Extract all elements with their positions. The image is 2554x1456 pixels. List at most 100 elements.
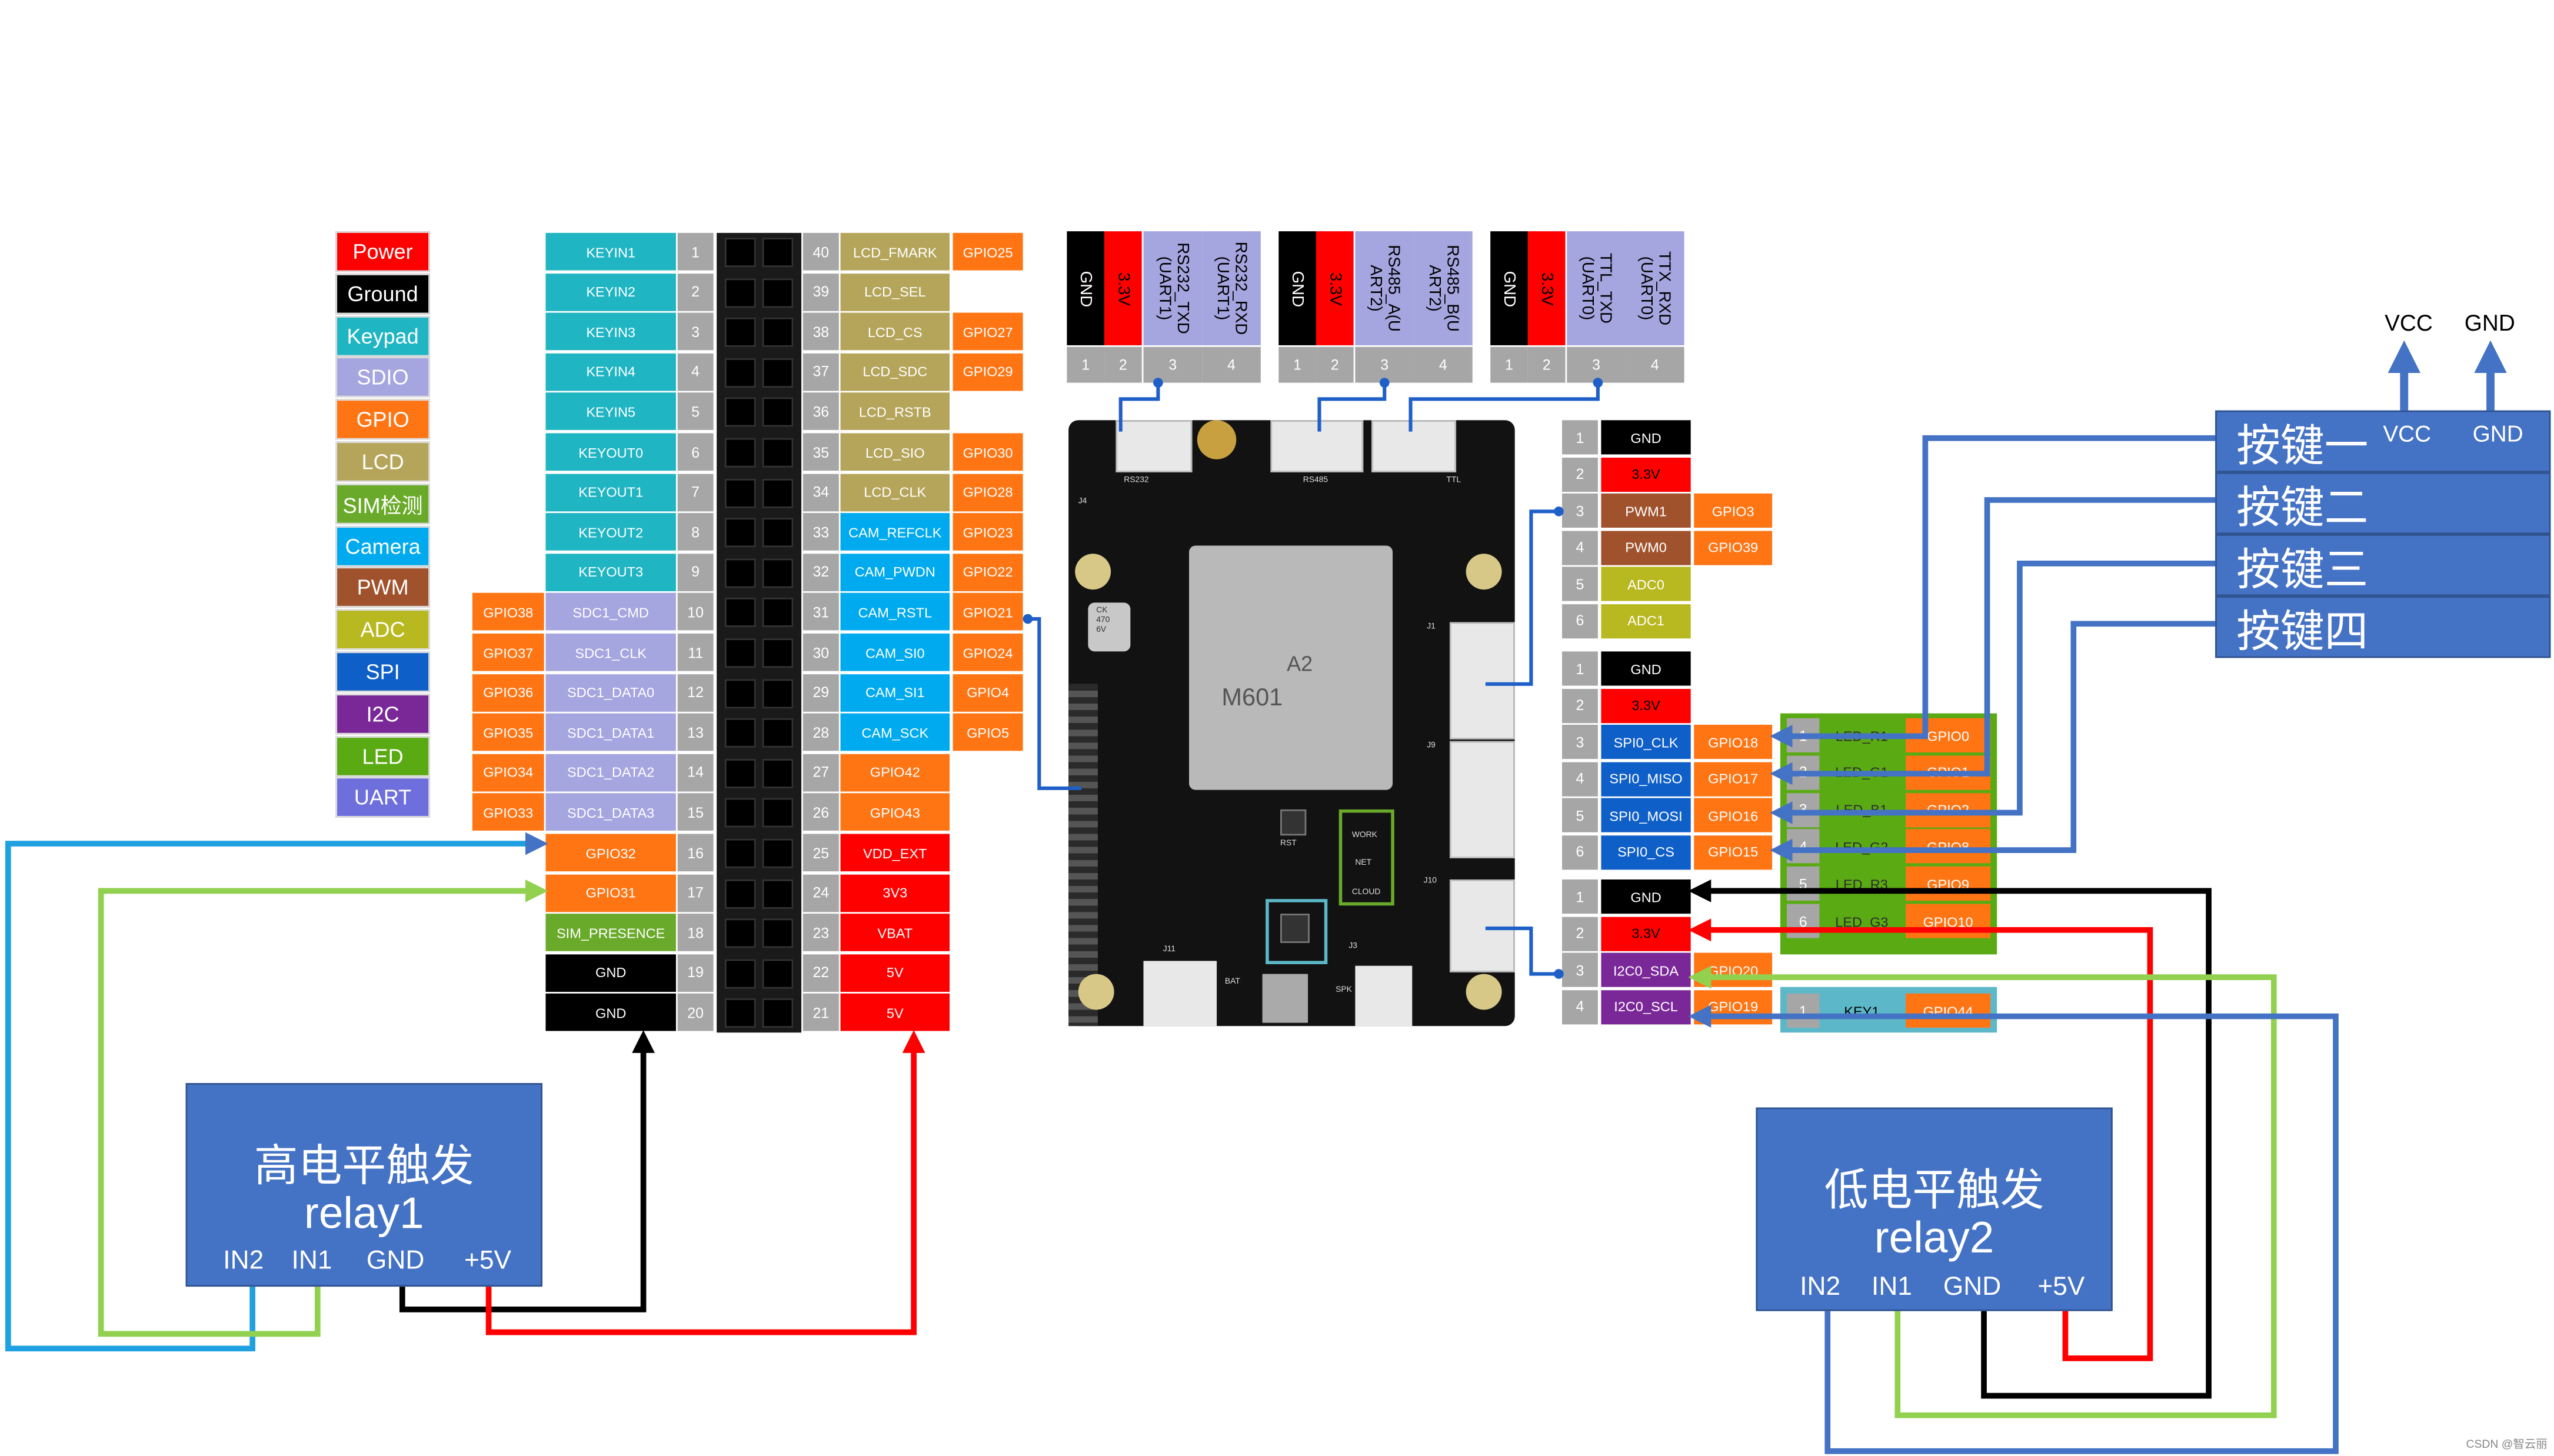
header-right-pin-number: 23 xyxy=(803,914,839,952)
header-right-pin-number: 30 xyxy=(803,633,839,671)
uart-pin-text: RS232_TXD (UART1) xyxy=(1154,242,1191,334)
board-j10-label: J10 xyxy=(1423,876,1437,887)
conn_spi-pin-number: 5 xyxy=(1561,798,1598,832)
header-right-pin-number: 37 xyxy=(803,353,839,391)
conn_pwm-label: 3.3V xyxy=(1601,457,1691,491)
header-pin-socket xyxy=(762,878,794,908)
board-key-box xyxy=(1266,899,1328,964)
board-module-sub: A2 xyxy=(1287,651,1313,676)
header-left-label: GND xyxy=(545,954,676,992)
header-pin-socket xyxy=(762,598,794,628)
conn_spi-gpio: GPIO18 xyxy=(1694,724,1773,759)
header-left-label: KEYIN3 xyxy=(545,313,676,351)
header-right-pin-number: 31 xyxy=(803,593,839,631)
conn_spi-label: GND xyxy=(1601,651,1691,686)
header-right-pin-number: 32 xyxy=(803,553,839,591)
header-pin-socket xyxy=(724,238,756,268)
header-left-gpio: GPIO38 xyxy=(472,593,544,631)
header-right-gpio: GPIO23 xyxy=(953,513,1023,551)
header-pin-socket xyxy=(762,438,794,468)
header-left-pin-number: 2 xyxy=(677,272,714,311)
header-pin-socket xyxy=(762,718,794,748)
header-pin-socket xyxy=(724,638,756,668)
legend-item: SDIO xyxy=(335,357,430,398)
wire-junction-dot xyxy=(1023,614,1033,624)
header-left-pin-number: 18 xyxy=(677,914,714,952)
header-pin-socket xyxy=(724,838,756,868)
header-left-label: KEYOUT2 xyxy=(545,513,676,551)
header-right-label: CAM_SCK xyxy=(840,714,950,751)
header-left-pin-number: 15 xyxy=(677,794,714,832)
header-pin-socket xyxy=(724,918,756,948)
uart-pin-number: 1 xyxy=(1067,346,1105,383)
led-gpio: GPIO10 xyxy=(1906,904,1991,938)
uart-pin-label: RS485_B(U ART2) xyxy=(1414,231,1473,345)
board-mount-hole-br xyxy=(1466,974,1502,1010)
board-j9-label: J9 xyxy=(1427,741,1436,751)
header-pin-socket xyxy=(724,318,756,348)
header-left-pin-number: 10 xyxy=(677,593,714,631)
header-right-label: LCD_CS xyxy=(840,313,950,351)
legend-item: ADC xyxy=(335,609,430,651)
legend-item: LCD xyxy=(335,441,430,482)
header-left-pin-number: 20 xyxy=(677,994,714,1032)
uart-pin-label: RS485_A(U ART2) xyxy=(1355,231,1414,345)
header-left-label: GND xyxy=(545,994,676,1032)
conn_pwm-label: PWM0 xyxy=(1601,530,1691,565)
led-label: LED_G2 xyxy=(1821,829,1903,864)
led-pin-number: 6 xyxy=(1787,904,1820,938)
conn_i2c-label: 3.3V xyxy=(1601,916,1691,951)
header-left-pin-number: 19 xyxy=(677,954,714,992)
header-right-gpio: GPIO22 xyxy=(953,553,1023,591)
uart-pin-text: RS485_A(U ART2) xyxy=(1366,245,1403,332)
conn_i2c-pin-number: 3 xyxy=(1561,952,1598,987)
uart-pin-text: RS485_B(U ART2) xyxy=(1425,245,1461,332)
header-left-pin-number: 11 xyxy=(677,633,714,671)
header-left-label: SDC1_CLK xyxy=(545,633,676,671)
header-right-pin-number: 27 xyxy=(803,754,839,791)
header-right-pin-number: 22 xyxy=(803,954,839,992)
header-right-pin-number: 28 xyxy=(803,714,839,751)
board-side-connector-2 xyxy=(1449,741,1515,858)
header-left-pin-number: 5 xyxy=(677,393,714,431)
header-right-label: CAM_REFCLK xyxy=(840,513,950,551)
legend-item: SPI xyxy=(335,651,430,692)
relay1-box: 高电平触发 relay1 IN2 IN1 GND +5V xyxy=(185,1083,542,1287)
conn_pwm-pin-number: 2 xyxy=(1561,457,1598,491)
led-pin-number: 5 xyxy=(1787,867,1820,901)
header-right-pin-number: 24 xyxy=(803,874,839,912)
header-pin-socket xyxy=(762,638,794,668)
board-led-box xyxy=(1338,809,1394,906)
conn_i2c-label: I2C0_SDA xyxy=(1601,952,1691,987)
header-left-label: KEYIN4 xyxy=(545,353,676,391)
header-pin-socket xyxy=(762,398,794,428)
relay1-pin-gnd: GND xyxy=(366,1247,425,1275)
board-side-connector-1 xyxy=(1449,622,1515,739)
header-right-pin-number: 34 xyxy=(803,473,839,511)
header-right-label: LCD_CLK xyxy=(840,473,950,511)
wire-key1 xyxy=(1769,435,2216,748)
header-left-pin-number: 4 xyxy=(677,353,714,391)
board-capacitor xyxy=(1088,602,1131,652)
conn_pwm-pin-number: 4 xyxy=(1561,530,1598,565)
led-gpio: GPIO0 xyxy=(1906,718,1991,753)
led-gpio: GPIO1 xyxy=(1906,755,1991,790)
header-left-pin-number: 8 xyxy=(677,513,714,551)
header-right-label: LCD_SDC xyxy=(840,353,950,391)
uart-pin-number: 3 xyxy=(1567,346,1626,383)
conn_spi-gpio: GPIO17 xyxy=(1694,761,1773,796)
header-left-pin-number: 6 xyxy=(677,433,714,471)
top-vcc-label: VCC xyxy=(2385,309,2433,336)
header-pin-socket xyxy=(762,278,794,308)
header-left-pin-number: 1 xyxy=(677,232,714,271)
header-right-pin-number: 33 xyxy=(803,513,839,551)
uart-pin-label: RS232_TXD (UART1) xyxy=(1143,231,1203,345)
header-left-pin-number: 9 xyxy=(677,553,714,591)
relay2-subtitle: relay2 xyxy=(1874,1213,1994,1262)
relay2-pin-gnd: GND xyxy=(1943,1273,2002,1302)
led-label: LED_R1 xyxy=(1821,718,1903,753)
header-right-gpio: GPIO30 xyxy=(953,433,1023,471)
board-uart1-connector xyxy=(1115,420,1193,472)
board-rst-button xyxy=(1280,809,1307,836)
header-left-gpio: GPIO35 xyxy=(472,714,544,751)
